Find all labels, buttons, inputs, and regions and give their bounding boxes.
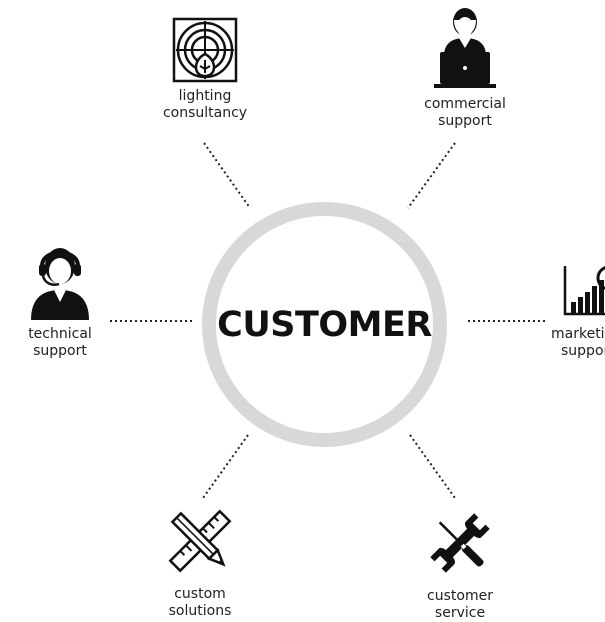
connector-commercial bbox=[407, 142, 456, 209]
node-commercial-support: commercial support bbox=[410, 6, 520, 130]
label-line-2: solutions bbox=[168, 603, 232, 619]
connector-lighting bbox=[203, 142, 251, 209]
label-line-2: support bbox=[561, 343, 605, 359]
label-line-1: customer bbox=[427, 588, 493, 604]
label-line-1: custom bbox=[174, 586, 226, 602]
label-line-2: support bbox=[438, 113, 492, 129]
label-line-1: lighting bbox=[178, 88, 232, 104]
laptop-person-icon bbox=[434, 8, 496, 88]
connector-custom bbox=[202, 434, 249, 499]
node-customer-service: customer service bbox=[405, 508, 515, 622]
label-line-1: marketing bbox=[551, 326, 605, 342]
hub-label: CUSTOMER bbox=[217, 304, 432, 345]
wrench-screwdriver-icon bbox=[430, 513, 490, 573]
label-line-2: service bbox=[434, 605, 486, 621]
label-line-1: commercial bbox=[424, 96, 506, 112]
node-marketing-support: marketing support bbox=[545, 262, 605, 360]
headset-person-icon bbox=[31, 248, 89, 320]
label-line-1: technical bbox=[28, 326, 92, 342]
customer-hub: CUSTOMER bbox=[202, 202, 447, 447]
pencil-ruler-icon bbox=[168, 509, 232, 573]
label-line-2: consultancy bbox=[162, 105, 248, 121]
node-technical-support: technical support bbox=[10, 244, 110, 360]
lighting-consultancy-icon bbox=[172, 17, 238, 83]
connector-service bbox=[409, 434, 456, 499]
node-custom-solutions: custom solutions bbox=[145, 504, 255, 620]
label-line-2: support bbox=[33, 343, 87, 359]
node-lighting-consultancy: lighting consultancy bbox=[150, 16, 260, 122]
bar-chart-magnifier-icon bbox=[563, 266, 605, 316]
